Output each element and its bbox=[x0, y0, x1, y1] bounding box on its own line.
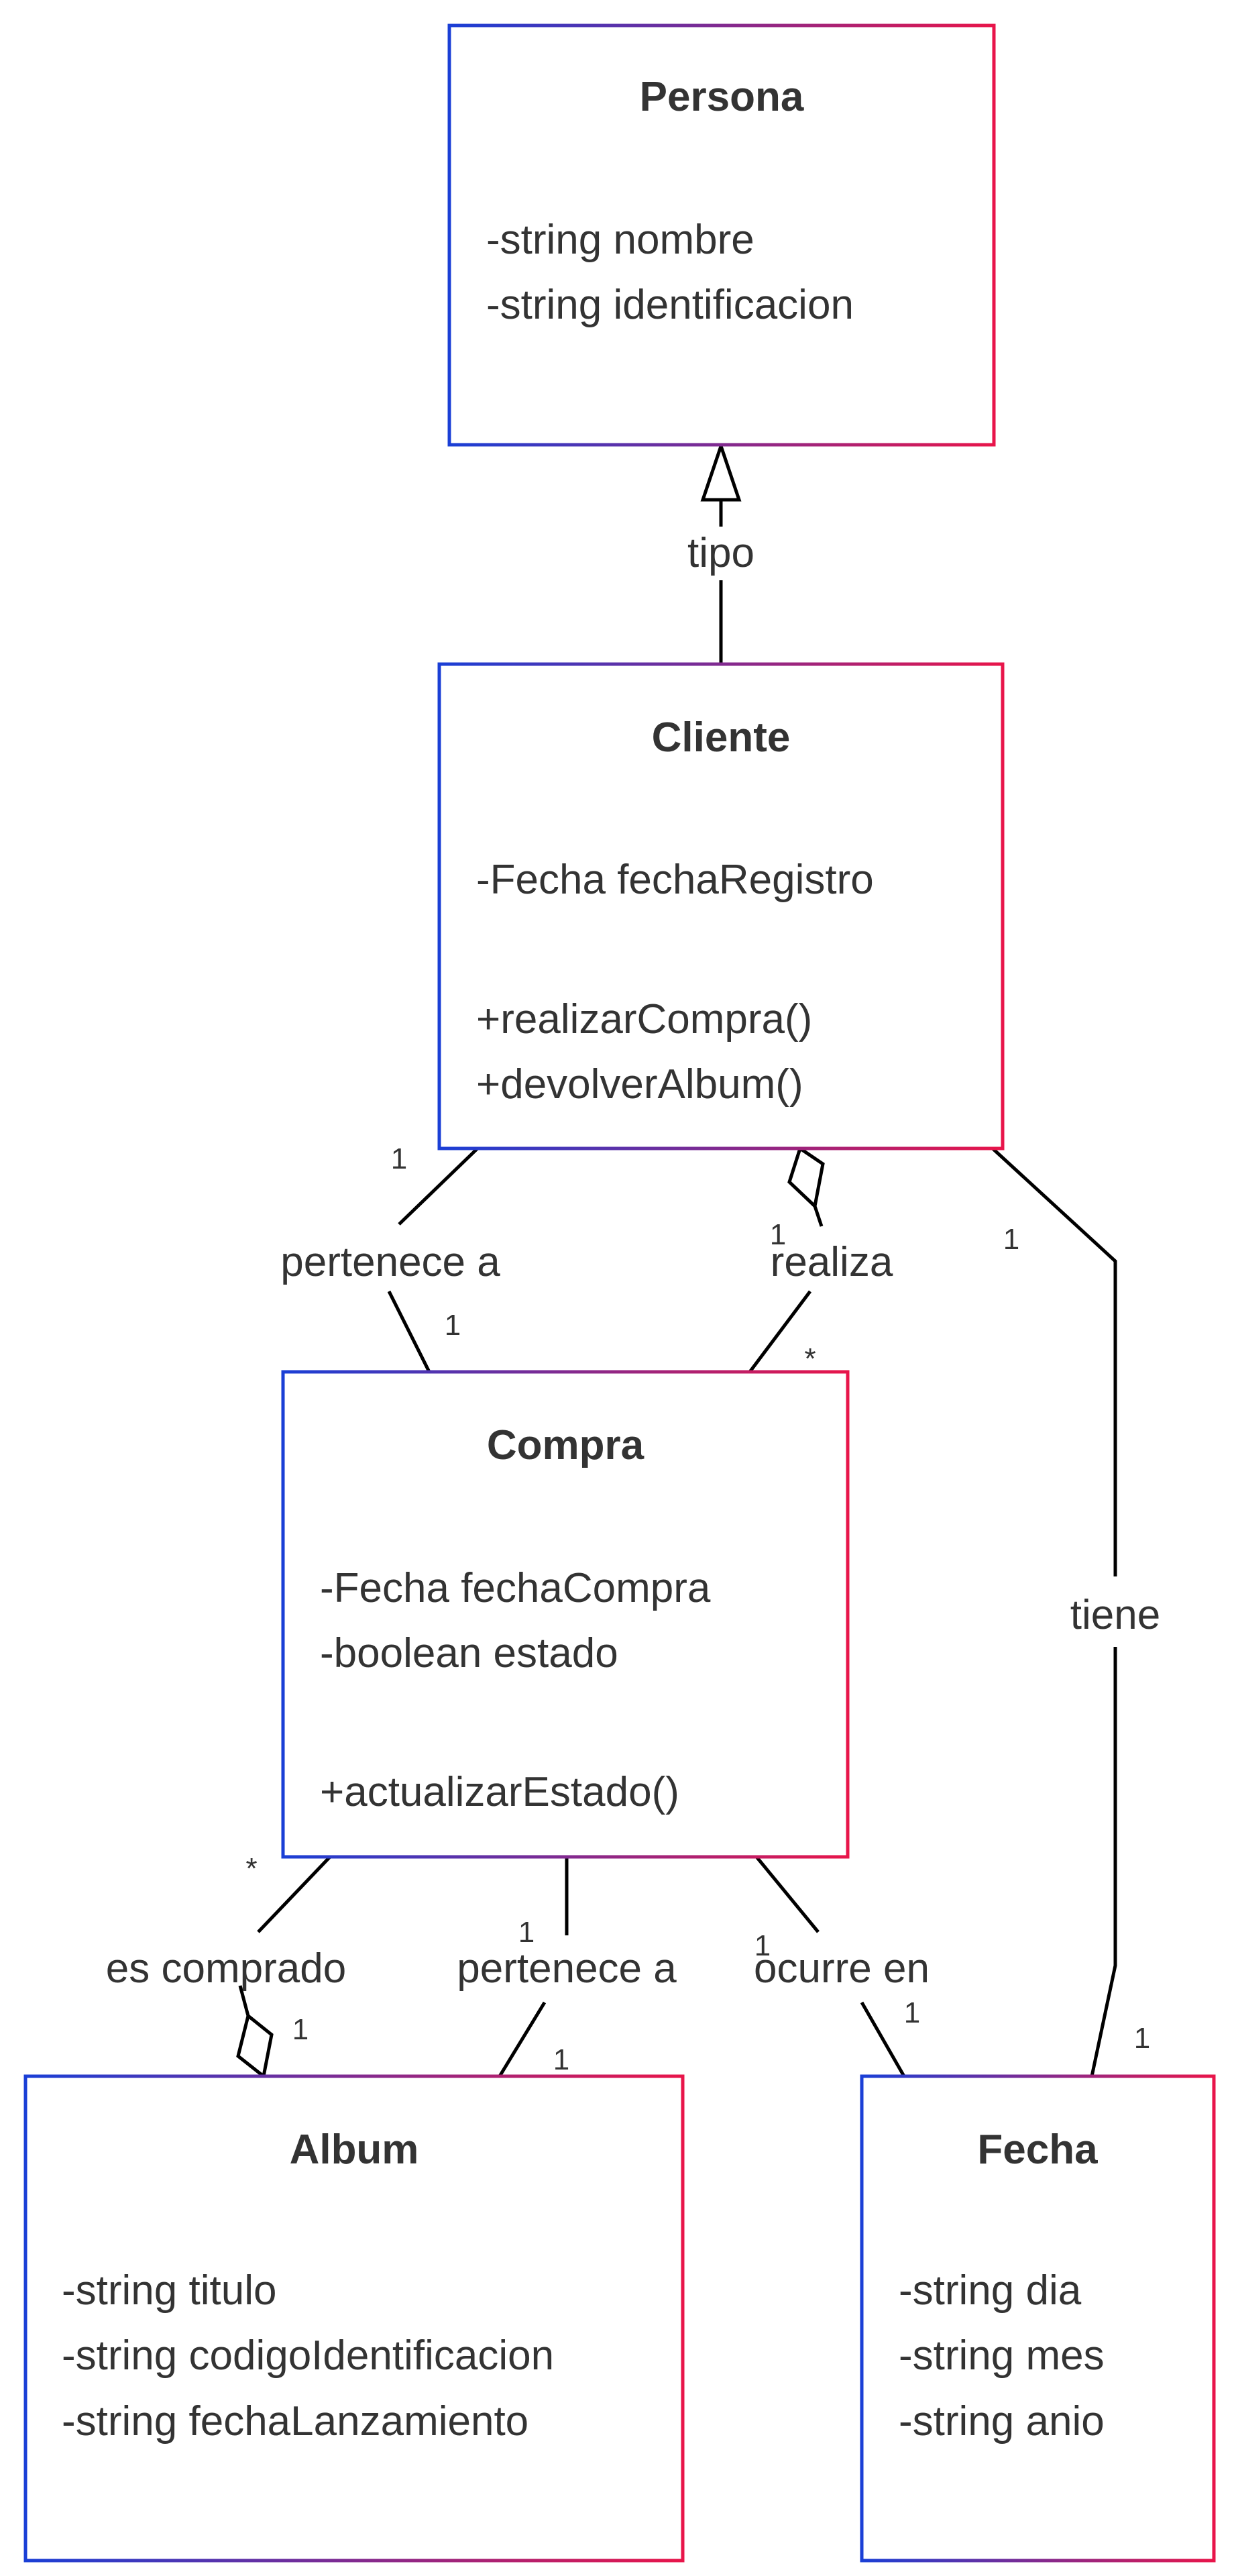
multiplicity-fecha-tiene: 1 bbox=[1134, 2022, 1150, 2055]
attribute-titulo: -string titulo bbox=[62, 2267, 276, 2314]
class-name-persona: Persona bbox=[640, 74, 804, 120]
multiplicity-cliente-tiene: 1 bbox=[1003, 1223, 1019, 1256]
multiplicity-compra-ocurre: 1 bbox=[754, 1929, 771, 1962]
multiplicity-compra-realiza: * bbox=[804, 1342, 816, 1375]
multiplicity-fecha-ocurre: 1 bbox=[904, 1996, 920, 2029]
multiplicity-album-pertenece: 1 bbox=[553, 2043, 569, 2076]
aggregation-diamond-icon bbox=[787, 1146, 825, 1210]
class-name-album: Album bbox=[290, 2127, 419, 2173]
attribute-fecha-registro: -Fecha fechaRegistro bbox=[476, 857, 874, 903]
edge-label-compra-album-pertenece: pertenece a bbox=[457, 1945, 677, 1992]
class-persona[interactable]: Persona -string nombre -string identific… bbox=[447, 23, 996, 447]
edge-label-es-comprado: es comprado bbox=[106, 1945, 346, 1992]
attribute-codigo-identificacion: -string codigoIdentificacion bbox=[62, 2332, 554, 2379]
edge-cliente-fecha bbox=[991, 1147, 1117, 2077]
edge-label-tipo: tipo bbox=[687, 530, 754, 576]
multiplicity-compra-comprado: * bbox=[245, 1852, 257, 1885]
class-compra[interactable]: Compra -Fecha fechaCompra -boolean estad… bbox=[281, 1370, 850, 1859]
edge-compra-album-pertenece bbox=[498, 1857, 569, 2078]
multiplicity-cliente-pertenece: 1 bbox=[391, 1142, 407, 1175]
edge-label-ocurre-en: ocurre en bbox=[754, 1945, 930, 1992]
edge-cliente-compra-realiza bbox=[748, 1205, 824, 1373]
edges: tipo pertenece a 1 1 realiza 1 * tiene 1… bbox=[106, 441, 1160, 2080]
inheritance-triangle-icon bbox=[700, 441, 742, 502]
method-actualizar-estado: +actualizarEstado() bbox=[320, 1769, 679, 1815]
class-name-fecha: Fecha bbox=[977, 2127, 1098, 2173]
edge-label-cliente-compra-pertenece: pertenece a bbox=[280, 1239, 500, 1285]
attribute-mes: -string mes bbox=[899, 2332, 1105, 2379]
edge-compra-fecha bbox=[755, 1856, 906, 2078]
class-name-compra: Compra bbox=[487, 1422, 644, 1468]
aggregation-diamond-icon bbox=[236, 2012, 274, 2080]
class-name-cliente: Cliente bbox=[652, 714, 791, 761]
multiplicity-compra-pertenece: 1 bbox=[445, 1309, 461, 1342]
edge-label-realiza: realiza bbox=[771, 1239, 893, 1285]
attribute-fecha-compra: -Fecha fechaCompra bbox=[320, 1565, 711, 1611]
class-fecha[interactable]: Fecha -string dia -string mes -string an… bbox=[860, 2074, 1216, 2563]
method-devolver-album: +devolverAlbum() bbox=[476, 1061, 803, 1108]
multiplicity-album-comprado: 1 bbox=[292, 2013, 308, 2046]
class-album[interactable]: Album -string titulo -string codigoIdent… bbox=[23, 2074, 685, 2563]
attribute-dia: -string dia bbox=[899, 2267, 1082, 2314]
multiplicity-compra-pertenece-album: 1 bbox=[518, 1916, 535, 1949]
class-cliente[interactable]: Cliente -Fecha fechaRegistro +realizarCo… bbox=[437, 662, 1005, 1150]
attribute-anio: -string anio bbox=[899, 2398, 1105, 2445]
multiplicity-cliente-realiza: 1 bbox=[770, 1218, 786, 1251]
edge-label-tiene: tiene bbox=[1070, 1592, 1160, 1638]
attribute-estado: -boolean estado bbox=[320, 1630, 618, 1676]
method-realizar-compra: +realizarCompra() bbox=[476, 996, 812, 1042]
edge-cliente-compra-pertenece bbox=[387, 1147, 479, 1373]
attribute-fecha-lanzamiento: -string fechaLanzamiento bbox=[62, 2398, 528, 2445]
attribute-identificacion: -string identificacion bbox=[486, 282, 854, 328]
edge-compra-album-comprado bbox=[238, 1856, 331, 2017]
attribute-nombre: -string nombre bbox=[486, 217, 754, 263]
